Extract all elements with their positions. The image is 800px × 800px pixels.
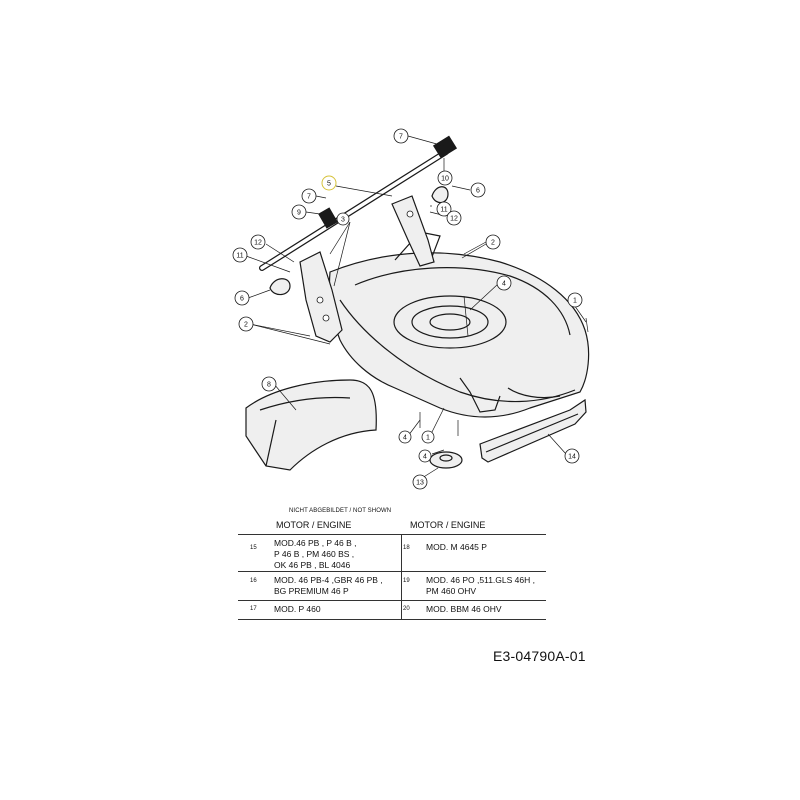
callout-11-right: 11: [436, 201, 452, 217]
header-motor-engine-right: MOTOR / ENGINE: [410, 520, 486, 530]
knob-left: [269, 278, 291, 296]
row-number: 17: [250, 606, 257, 612]
svg-text:2: 2: [244, 322, 248, 329]
row-number: 19: [403, 578, 410, 584]
grass-deflector: [245, 379, 377, 471]
row-number: 18: [403, 545, 410, 551]
svg-text:7: 7: [307, 194, 311, 201]
wheel-adjuster: [429, 451, 463, 469]
header-motor-engine-left: MOTOR / ENGINE: [276, 520, 352, 530]
handle-tube: [259, 135, 458, 271]
row-models: MOD. P 460: [274, 604, 321, 614]
svg-text:11: 11: [440, 207, 447, 214]
svg-text:11: 11: [236, 253, 243, 260]
legend-row: 17 MOD. P 460 20 MOD. BBM 46 OHV: [238, 601, 546, 620]
row-number: 16: [250, 578, 257, 584]
svg-text:4: 4: [403, 435, 407, 442]
row-models: MOD. 46 PO ,511.GLS 46H , PM 460 OHV: [426, 575, 535, 596]
row-models: MOD. M 4645 P: [426, 542, 487, 552]
svg-text:2: 2: [491, 240, 495, 247]
callout-1-bottom: 1: [421, 430, 435, 444]
callout-3: 3: [336, 212, 350, 226]
svg-text:5: 5: [327, 181, 331, 188]
not-shown-note: NICHT ABGEBILDET / NOT SHOWN: [289, 508, 392, 514]
callout-14: 14: [564, 448, 580, 464]
svg-text:6: 6: [240, 296, 244, 303]
legend-header-row: MOTOR / ENGINE MOTOR / ENGINE: [238, 516, 546, 535]
svg-text:12: 12: [254, 240, 262, 247]
callout-6-right: 6: [470, 182, 486, 198]
svg-text:13: 13: [416, 480, 424, 487]
callout-9: 9: [291, 204, 307, 220]
drawing-reference-number: E3-04790A-01: [493, 648, 586, 664]
callout-6-left: 6: [234, 290, 250, 306]
row-models: MOD. BBM 46 OHV: [426, 604, 502, 614]
svg-text:1: 1: [426, 435, 430, 442]
row-models: MOD.46 PB , P 46 B , P 46 B , PM 460 BS …: [274, 538, 357, 570]
callout-4-right: 4: [496, 275, 512, 291]
callout-7-left: 7: [301, 188, 317, 204]
legend-row: 15 MOD.46 PB , P 46 B , P 46 B , PM 460 …: [238, 535, 546, 572]
svg-text:7: 7: [399, 134, 403, 141]
svg-text:3: 3: [341, 217, 345, 224]
svg-text:1: 1: [573, 298, 577, 305]
row-number: 20: [403, 606, 410, 612]
spring: [318, 207, 338, 229]
callout-13: 13: [412, 474, 428, 490]
legend-row: 16 MOD. 46 PB-4 ,GBR 46 PB , BG PREMIUM …: [238, 572, 546, 601]
svg-text:12: 12: [450, 216, 458, 223]
front-bumper: [479, 398, 587, 463]
right-handle-bracket: [391, 195, 435, 267]
row-models: MOD. 46 PB-4 ,GBR 46 PB , BG PREMIUM 46 …: [274, 575, 383, 596]
callout-10: 10: [437, 170, 453, 186]
knob-right: [431, 186, 449, 204]
callout-4-lower: 4: [418, 449, 432, 463]
callout-2-top: 2: [485, 234, 501, 250]
svg-text:10: 10: [441, 176, 449, 183]
row-number: 15: [250, 545, 257, 551]
callout-11-left: 11: [232, 247, 248, 263]
engine-legend-table: MOTOR / ENGINE MOTOR / ENGINE 15 MOD.46 …: [238, 516, 546, 620]
callout-4-bottom: 4: [398, 430, 412, 444]
svg-text:8: 8: [267, 382, 271, 389]
svg-text:9: 9: [297, 210, 301, 217]
callout-12-left: 12: [250, 234, 266, 250]
callout-12-right: 12: [446, 210, 462, 226]
svg-text:4: 4: [502, 281, 506, 288]
callout-8: 8: [261, 376, 277, 392]
callout-5: 5: [321, 175, 337, 191]
callout-2-left: 2: [238, 316, 254, 332]
callout-7-top: 7: [393, 128, 409, 144]
svg-text:14: 14: [568, 454, 576, 461]
svg-text:6: 6: [476, 188, 480, 195]
callout-1-right: 1: [567, 292, 583, 308]
left-handle-bracket: [299, 251, 343, 343]
mower-deck: [315, 231, 590, 418]
svg-text:4: 4: [423, 454, 427, 461]
